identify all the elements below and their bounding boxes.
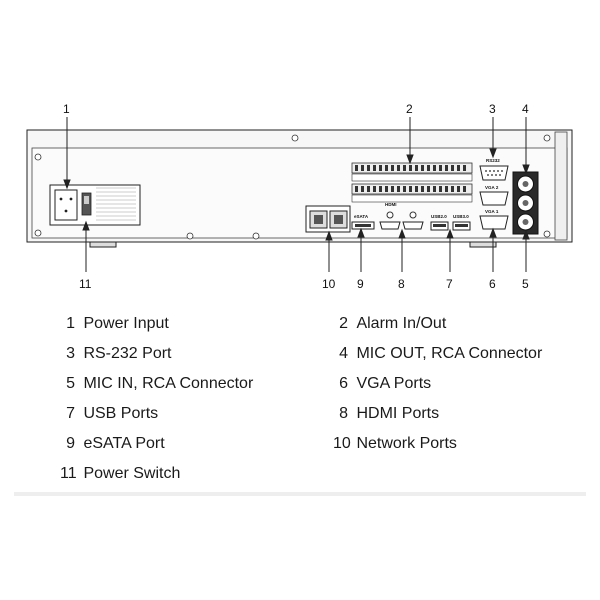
legend-item-rs232: 3 RS-232 Port [65,345,172,363]
callout-2: 2 [406,102,413,116]
callout-1: 1 [63,102,70,116]
callout-6: 6 [489,277,496,291]
legend-num: 4 [339,345,348,362]
legend-num: 9 [66,435,75,452]
callout-11: 11 [79,277,92,291]
legend-label: VGA Ports [356,375,432,392]
callout-8: 8 [398,277,405,291]
legend-label: Alarm In/Out [356,315,447,332]
legend-item-vga: 6 VGA Ports [338,375,431,393]
legend-label: USB Ports [83,405,159,422]
legend-item-mic-in: 5 MIC IN, RCA Connector [65,375,253,393]
legend-item-hdmi: 8 HDMI Ports [338,405,439,423]
legend-item-usb: 7 USB Ports [65,405,158,423]
callout-3: 3 [489,102,496,116]
legend-label: MIC OUT, RCA Connector [356,345,543,362]
vga2-label: VGA 2 [485,185,499,190]
legend-label: MIC IN, RCA Connector [83,375,254,392]
usb2-label: USB2.0 [431,214,447,219]
legend-label: HDMI Ports [356,405,440,422]
legend-item-esata: 9 eSATA Port [65,435,165,453]
legend-item-power-switch: 11 Power Switch [60,465,180,483]
usb3-label: USB3.0 [453,214,469,219]
legend-label: Power Switch [83,465,181,482]
rca-connectors [512,171,539,235]
alarm-terminals [351,162,473,203]
bottom-divider [14,492,586,496]
vga-ports: VGA 2 VGA 1 [479,185,509,230]
callout-5: 5 [522,277,529,291]
legend-num: 3 [66,345,75,362]
screws [34,134,551,240]
callout-lines [63,117,530,272]
legend-num: 2 [339,315,348,332]
power-input [49,184,141,226]
esata-label: eSATA [354,214,369,219]
legend-item-mic-out: 4 MIC OUT, RCA Connector [338,345,542,363]
vga1-label: VGA 1 [485,209,499,214]
legend-item-alarm: 2 Alarm In/Out [338,315,446,333]
legend-num: 8 [339,405,348,422]
hdmi-logo: HDMI [385,202,397,207]
legend: 1 Power Input 2 Alarm In/Out 3 RS-232 Po… [0,305,600,495]
callout-7: 7 [446,277,453,291]
callout-9: 9 [357,277,364,291]
callout-4: 4 [522,102,529,116]
legend-label: eSATA Port [83,435,165,452]
legend-num: 7 [66,405,75,422]
legend-label: Power Input [83,315,169,332]
esata-port: eSATA [351,214,375,230]
legend-num: 5 [66,375,75,392]
network-ports [305,205,351,233]
legend-num: 1 [66,315,75,332]
rs232-port-label: RS232 [486,158,500,163]
legend-item-power-input: 1 Power Input [65,315,169,333]
legend-label: Network Ports [356,435,457,452]
legend-num: 10 [333,435,351,452]
callout-10: 10 [322,277,336,291]
hdmi-ports: HDMI [379,202,424,230]
legend-num: 6 [339,375,348,392]
rear-panel-diagram: RS232 VGA 2 VGA 1 eSATA HDMI [26,102,573,291]
usb-ports: USB2.0 USB3.0 [430,214,471,231]
rs232-port: RS232 [479,158,509,181]
legend-item-network: 10 Network Ports [333,435,457,453]
legend-label: RS-232 Port [83,345,172,362]
legend-num: 11 [60,465,77,482]
